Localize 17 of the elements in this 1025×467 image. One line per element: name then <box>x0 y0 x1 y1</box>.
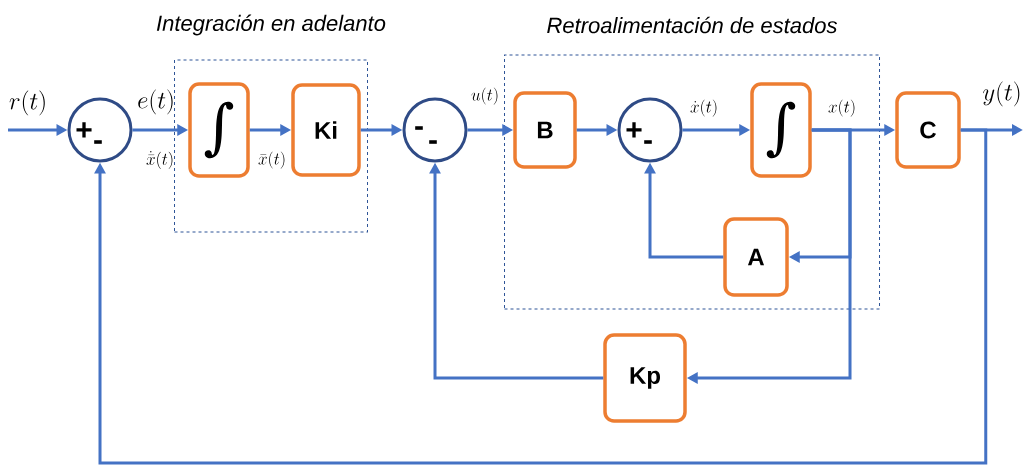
node-label: Retroalimentación de estados <box>547 16 838 34</box>
node-label: Integración en adelanto <box>156 14 386 36</box>
gain-block: A <box>723 217 789 297</box>
gain-block: C <box>895 91 961 169</box>
summing-junction: + - <box>617 97 683 163</box>
arrow <box>94 128 988 465</box>
signal-label: $\bar{x}(t)$ <box>258 151 285 169</box>
gain-block: Kp <box>603 333 687 423</box>
signal-label: $e(t)$ <box>138 89 173 115</box>
integrator-block: ∫ <box>188 82 250 178</box>
gain-block: B <box>513 91 577 169</box>
integrator-block: ∫ <box>750 82 812 178</box>
signal-label: $\dot{\bar{x}}(t)$ <box>146 151 173 169</box>
summing-junction: - - <box>402 97 468 163</box>
signal-label: $u(t)$ <box>471 87 498 105</box>
gain-block: Ki <box>291 83 361 177</box>
summing-junction: + - <box>67 97 133 163</box>
